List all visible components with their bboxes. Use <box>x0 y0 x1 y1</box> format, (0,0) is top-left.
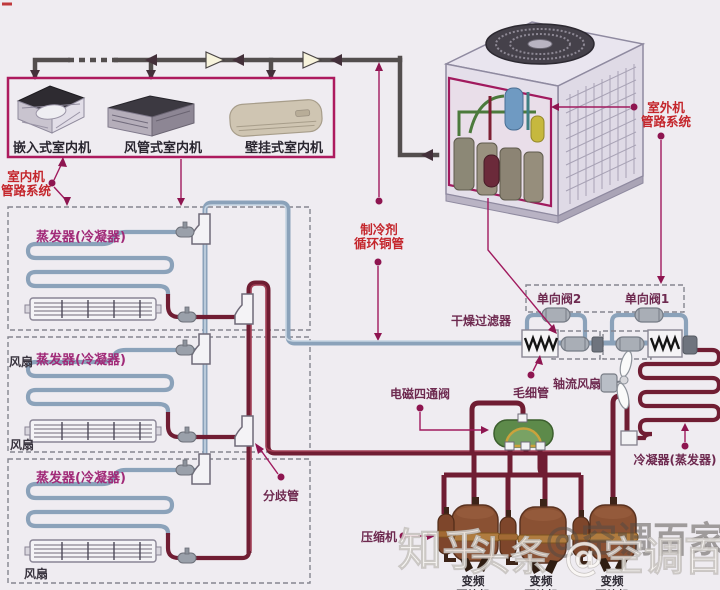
four-way-valve-icon <box>493 413 554 451</box>
inverter-compressor-label: 压缩机 <box>595 588 630 590</box>
indoor-system-label-line2: 管路系统 <box>1 183 52 198</box>
compressor-callout: 压缩机 <box>361 529 435 544</box>
capillary-coil-icon <box>647 329 683 358</box>
inverter-compressor-label: 压缩机 <box>524 588 559 590</box>
axial-fan-label: 轴流风扇 <box>553 376 601 391</box>
watermark: @空调百家 知乎 头条 @空调百家 <box>398 520 720 580</box>
indoor-system-label-line1: 室内机 <box>7 169 45 184</box>
fan-label-1: 风扇 <box>9 354 33 369</box>
inverter-compressor-label: 变频 <box>530 574 553 588</box>
coil-fitting-icon <box>620 430 638 446</box>
condenser-coil-label: 冷凝器(蒸发器) <box>634 452 717 467</box>
outdoor-inner-components <box>453 87 545 203</box>
evaporator-section-borders <box>7 206 311 584</box>
watermark-zhihu: 知乎 <box>398 525 486 576</box>
watermark-ghost: @空调百家 <box>545 520 720 561</box>
axial-fan-callout: 轴流风扇 <box>553 350 633 410</box>
check-valve-icon <box>560 336 590 352</box>
indoor-fan-grille-icon <box>24 297 162 321</box>
four-way-valve-label: 电磁四通阀 <box>390 386 450 401</box>
flow-arrow-down-icon <box>146 70 156 80</box>
compressor-label: 压缩机 <box>361 529 397 544</box>
flow-arrow-left-icon <box>421 149 433 161</box>
condenser-coil-callout: 冷凝器(蒸发器) <box>634 423 717 467</box>
refrigerant-label-line1: 制冷剂 <box>360 222 398 237</box>
refrigerant-label-line2: 循环铜管 <box>354 236 404 251</box>
wall-unit-label: 壁挂式室内机 <box>245 140 323 156</box>
fan-label-2: 风扇 <box>10 437 34 452</box>
check-valve-assembly: 单向阀2 单向阀1 <box>521 284 698 360</box>
flow-arrow-down-icon <box>30 70 40 80</box>
outdoor-fan-icon <box>485 23 595 65</box>
flow-triangle-icon <box>205 51 226 69</box>
pipe-union-icon <box>591 336 604 353</box>
capillary-label: 毛细管 <box>513 385 549 400</box>
blue-liquid-piping <box>25 200 689 535</box>
filter-drier-icon <box>521 329 559 358</box>
outdoor-system-label-line1: 室外机 <box>647 100 685 115</box>
flow-arrow-left-icon <box>330 54 342 66</box>
inverter-compressor-label: 压缩机 <box>456 588 491 590</box>
four-way-valve-callout: 电磁四通阀 <box>390 386 489 434</box>
duct-indoor-unit-icon <box>107 95 195 137</box>
indoor-units-box <box>6 76 336 159</box>
flow-arrow-left-icon <box>145 54 157 66</box>
pipe-elbow-icon <box>682 335 698 355</box>
wall-indoor-unit-icon <box>229 99 323 137</box>
branch-pipe-label: 分歧管 <box>263 488 299 503</box>
check-valve-icon <box>615 336 645 352</box>
drying-filter-callout: 干燥过滤器 <box>451 198 557 334</box>
evaporator-label-2: 蒸发器(冷凝器) <box>36 352 126 368</box>
cassette-unit-label: 嵌入式室内机 <box>13 140 91 156</box>
indoor-fan-grille-icon <box>24 419 162 443</box>
check-valve-2-label: 单向阀2 <box>537 291 581 306</box>
flow-arrow-left-icon <box>232 54 244 66</box>
top-gas-pipe <box>30 51 440 161</box>
check-valve-1-label: 单向阀1 <box>625 291 669 306</box>
outdoor-piping-system-callout: 室外机 管路系统 <box>551 100 691 284</box>
drying-filter-label: 干燥过滤器 <box>451 313 512 328</box>
flow-triangle-icon <box>302 51 323 69</box>
capillary-callout: 毛细管 <box>513 355 549 400</box>
duct-unit-label: 风管式室内机 <box>124 140 202 156</box>
cassette-indoor-unit-icon <box>16 85 86 134</box>
check-valve-icon <box>634 307 664 323</box>
flow-arrow-down-icon <box>266 70 276 80</box>
indoor-fan-grille-icon <box>24 539 162 563</box>
outdoor-unit-icon <box>443 21 646 224</box>
refrigerant-pipe-callout: 制冷剂 循环铜管 <box>354 62 404 341</box>
inverter-compressor-label: 变频 <box>462 574 485 588</box>
axial-fan-icon <box>600 350 633 410</box>
vent-grille <box>565 64 637 204</box>
fan-label-3: 风扇 <box>24 566 48 581</box>
inverter-compressor-label: 变频 <box>601 574 624 588</box>
watermark-toutiao: 头条 @空调百家 <box>470 534 720 580</box>
outdoor-system-label-line2: 管路系统 <box>641 114 692 129</box>
evaporator-label-1: 蒸发器(冷凝器) <box>36 229 126 245</box>
branch-pipe-callout: 分歧管 <box>255 443 299 503</box>
indoor-piping-system-callout: 室内机 管路系统 <box>1 157 185 206</box>
evaporator-label-3: 蒸发器(冷凝器) <box>36 470 126 486</box>
